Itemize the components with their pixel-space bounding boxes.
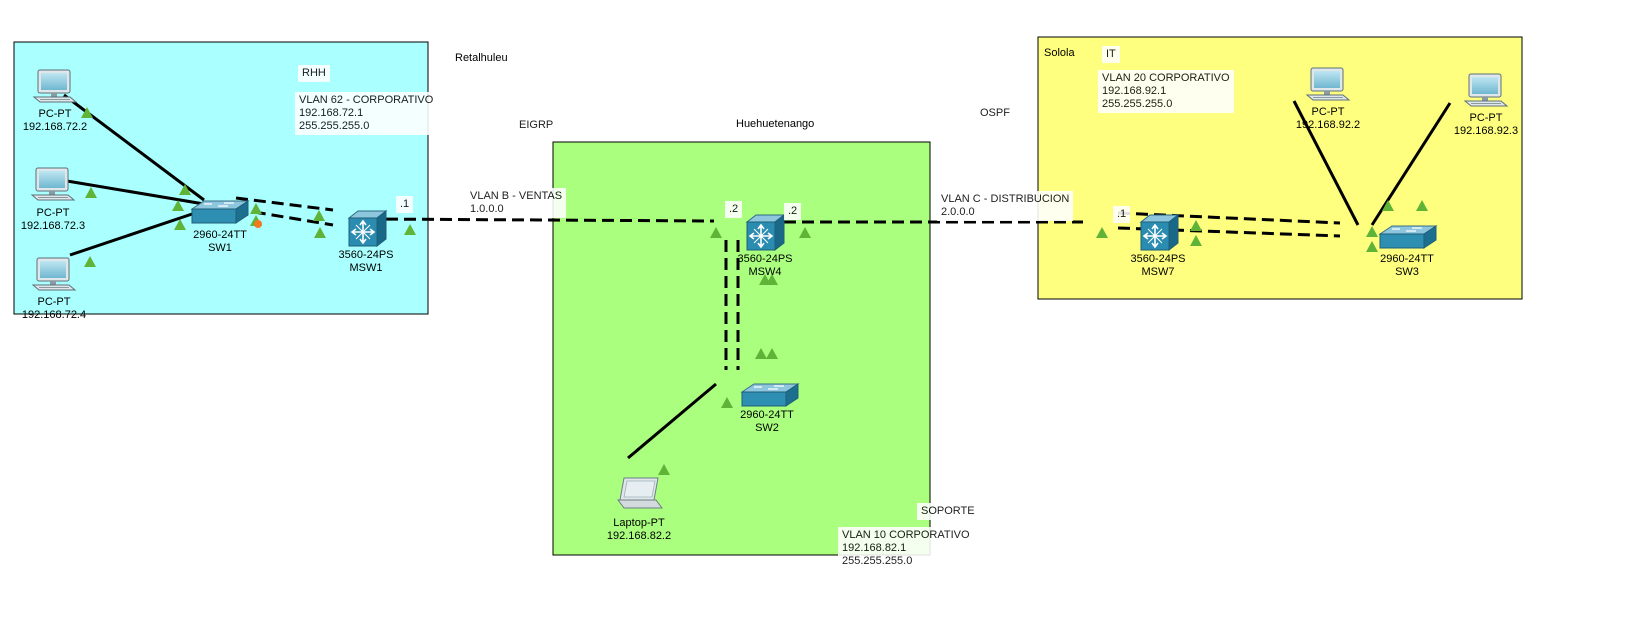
laptop-icon[interactable] — [617, 477, 663, 509]
pc4-model: PC-PT — [1311, 106, 1345, 118]
pc1-icon[interactable] — [33, 69, 77, 103]
pc1-model: PC-PT — [38, 108, 72, 120]
sw1-name: SW1 — [208, 242, 232, 254]
link-pc5-sw3 — [1370, 102, 1452, 226]
vlan62-ip: 192.168.72.1 — [299, 107, 364, 119]
link-sw1-msw1-b — [235, 207, 334, 227]
pc5-model: PC-PT — [1469, 112, 1503, 124]
sw3-name: SW3 — [1395, 266, 1419, 278]
vlan10-title: VLAN 10 CORPORATIVO — [842, 529, 970, 541]
vlan62-title: VLAN 62 - CORPORATIVO — [299, 94, 434, 106]
dept-label-soporte: SOPORTE — [917, 503, 979, 520]
msw7-model: 3560-24PS — [1130, 253, 1186, 265]
link-pc4-sw3 — [1292, 100, 1360, 226]
iface-label-msw4-left: .2 — [725, 201, 743, 218]
vlan20-note: VLAN 20 CORPORATIVO 192.168.92.1 255.255… — [1098, 70, 1234, 113]
vlan20-mask: 255.255.255.0 — [1102, 98, 1173, 110]
vlanc-note: VLAN C - DISTRIBUCION 2.0.0.0 — [937, 191, 1074, 221]
vlanb-title: VLAN B - VENTAS — [470, 190, 563, 202]
pc3-icon[interactable] — [32, 257, 76, 291]
link-pc3-sw1 — [69, 208, 205, 257]
area-label-solola: Solola — [1044, 47, 1075, 59]
link-status-indicators — [81, 107, 1428, 475]
vlanb-net: 1.0.0.0 — [470, 203, 504, 215]
vlan20-title: VLAN 20 CORPORATIVO — [1102, 72, 1230, 84]
iface-label-msw1: .1 — [396, 196, 414, 213]
pc5-label: PC-PT 192.168.92.3 — [1454, 112, 1518, 138]
sw3-icon[interactable] — [1379, 225, 1437, 249]
link-sw2-laptop — [627, 382, 717, 460]
pc4-ip: 192.168.92.2 — [1295, 119, 1361, 131]
sw3-model: 2960-24TT — [1380, 253, 1434, 265]
pc5-icon[interactable] — [1464, 73, 1508, 107]
link-pc2-sw1 — [66, 179, 205, 206]
laptop-ip: 192.168.82.2 — [606, 530, 672, 542]
link-msw1-msw4 — [367, 217, 715, 223]
area-label-retalhuleu: Retalhuleu — [455, 52, 508, 64]
msw7-icon[interactable] — [1140, 214, 1179, 251]
msw4-icon[interactable] — [746, 214, 785, 251]
pc3-label: PC-PT 192.168.72.4 — [22, 296, 86, 322]
msw1-name: MSW1 — [349, 262, 383, 274]
sw1-label: 2960-24TT SW1 — [193, 229, 247, 255]
pc3-ip: 192.168.72.4 — [21, 309, 87, 321]
sw2-icon[interactable] — [741, 383, 799, 407]
vlanb-note: VLAN B - VENTAS 1.0.0.0 — [466, 188, 567, 218]
pc2-model: PC-PT — [36, 207, 70, 219]
pc3-model: PC-PT — [37, 296, 71, 308]
msw1-icon[interactable] — [348, 210, 387, 247]
area-label-huehuetenango: Huehuetenango — [736, 118, 815, 130]
iface-label-msw4-right: .2 — [784, 203, 802, 220]
pc1-label: PC-PT 192.168.72.2 — [23, 108, 87, 134]
pc4-icon[interactable] — [1306, 67, 1350, 101]
msw4-name: MSW4 — [748, 266, 782, 278]
protocol-label-ospf: OSPF — [976, 105, 1014, 122]
sw1-icon[interactable] — [191, 200, 249, 224]
sw1-model: 2960-24TT — [193, 229, 247, 241]
pc4-label: PC-PT 192.168.92.2 — [1296, 106, 1360, 132]
sw2-label: 2960-24TT SW2 — [740, 409, 794, 435]
protocol-label-eigrp: EIGRP — [515, 117, 558, 134]
msw4-model: 3560-24PS — [737, 253, 793, 265]
area-retalhuleu — [13, 41, 429, 315]
msw1-label: 3560-24PS MSW1 — [338, 249, 393, 275]
vlan10-ip: 192.168.82.1 — [842, 542, 907, 554]
vlanc-title: VLAN C - DISTRIBUCION — [941, 193, 1070, 205]
laptop-label: Laptop-PT 192.168.82.2 — [607, 517, 671, 543]
msw1-model: 3560-24PS — [338, 249, 394, 261]
pc2-label: PC-PT 192.168.72.3 — [21, 207, 85, 233]
dept-label-it: IT — [1102, 46, 1120, 63]
link-sw1-msw1-a — [235, 196, 334, 212]
pc1-ip: 192.168.72.2 — [22, 121, 88, 133]
laptop-model: Laptop-PT — [613, 517, 665, 529]
sw3-label: 2960-24TT SW3 — [1380, 253, 1434, 279]
vlan20-ip: 192.168.92.1 — [1102, 85, 1167, 97]
pc2-ip: 192.168.72.3 — [20, 220, 86, 232]
vlan62-note: VLAN 62 - CORPORATIVO 192.168.72.1 255.2… — [295, 92, 438, 135]
sw2-name: SW2 — [755, 422, 779, 434]
blocked-port-indicator — [254, 220, 262, 228]
vlan62-mask: 255.255.255.0 — [299, 120, 370, 132]
msw4-label: 3560-24PS MSW4 — [737, 253, 792, 279]
iface-label-msw7: .1 — [1113, 206, 1131, 223]
sw2-model: 2960-24TT — [740, 409, 794, 421]
vlan10-mask: 255.255.255.0 — [842, 555, 913, 567]
pc5-ip: 192.168.92.3 — [1453, 125, 1519, 137]
dept-label-rhh: RHH — [298, 65, 330, 82]
pc2-icon[interactable] — [31, 167, 75, 201]
msw7-label: 3560-24PS MSW7 — [1130, 253, 1185, 279]
vlanc-net: 2.0.0.0 — [941, 206, 975, 218]
vlan10-note: VLAN 10 CORPORATIVO 192.168.82.1 255.255… — [838, 527, 974, 570]
msw7-name: MSW7 — [1141, 266, 1175, 278]
